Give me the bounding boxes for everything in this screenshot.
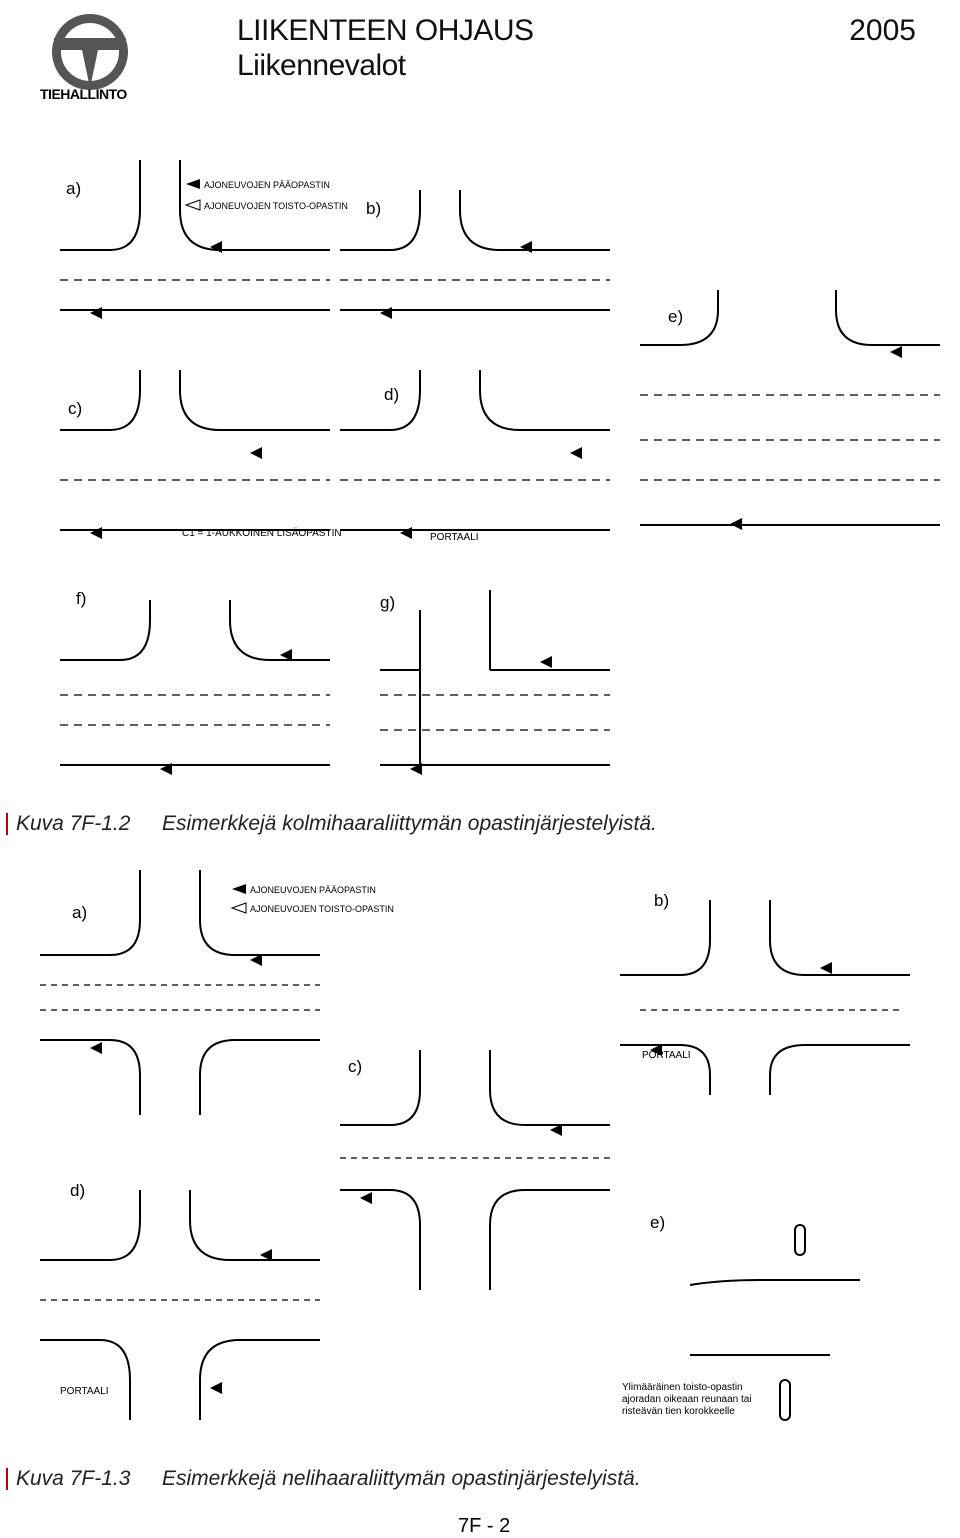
legend-repeat-signal: AJONEUVOJEN TOISTO-OPASTIN xyxy=(204,201,348,211)
fig2-panel-e: e) xyxy=(650,1213,665,1232)
caption-marker-2 xyxy=(6,1468,8,1490)
extra-signal-note-3: risteävän tien korokkeelle xyxy=(622,1406,735,1417)
fig2-portaali-d: PORTAALI xyxy=(60,1386,109,1397)
fig2-portaali-b: PORTAALI xyxy=(642,1050,691,1061)
fig1-panel-e: e) xyxy=(668,307,683,326)
figure-1-caption: Kuva 7F-1.2 Esimerkkejä kolmihaaraliitty… xyxy=(6,812,657,836)
title-line-2: Liikennevalot xyxy=(237,48,406,82)
fig2-panel-a: a) xyxy=(72,903,87,922)
page-title: LIIKENTEEN OHJAUS Liikennevalot xyxy=(237,14,534,83)
fig1-panel-g: g) xyxy=(380,593,395,612)
fig2-panel-b: b) xyxy=(654,891,669,910)
logo-text: TIEHALLINTO xyxy=(40,86,127,102)
fig2-panel-d: d) xyxy=(70,1181,85,1200)
legend-main-signal-2: AJONEUVOJEN PÄÄOPASTIN xyxy=(250,885,376,895)
caption-number-2: Kuva 7F-1.3 xyxy=(16,1467,131,1490)
figure-2-caption: Kuva 7F-1.3 Esimerkkejä nelihaaraliittym… xyxy=(6,1467,641,1491)
caption-text-1: Esimerkkejä kolmihaaraliittymän opastinj… xyxy=(162,812,657,835)
fig1-panel-a: a) xyxy=(66,179,81,198)
caption-marker xyxy=(6,813,8,835)
caption-number-1: Kuva 7F-1.2 xyxy=(16,812,131,835)
fig1-c1-note: C1 = 1-AUKKOINEN LISÄOPASTIN xyxy=(182,527,342,539)
figure-four-leg-intersections: AJONEUVOJEN PÄÄOPASTIN AJONEUVOJEN TOIST… xyxy=(40,870,910,1421)
extra-signal-note-1: Ylimääräinen toisto-opastin xyxy=(622,1382,743,1393)
tiehallinto-logo xyxy=(52,14,128,90)
caption-text-2: Esimerkkejä nelihaaraliittymän opastinjä… xyxy=(162,1467,641,1490)
title-line-1: LIIKENTEEN OHJAUS xyxy=(237,14,534,47)
fig2-panel-c: c) xyxy=(348,1057,362,1076)
fig1-panel-c: c) xyxy=(68,399,82,418)
fig1-panel-d: d) xyxy=(384,385,399,404)
extra-signal-note-2: ajoradan oikeaan reunaan tai xyxy=(622,1394,752,1405)
fig1-panel-f: f) xyxy=(76,589,86,608)
legend-repeat-signal-2: AJONEUVOJEN TOISTO-OPASTIN xyxy=(250,904,394,914)
year: 2005 xyxy=(849,14,916,47)
page-number: 7F - 2 xyxy=(458,1515,511,1537)
figure-three-leg-intersections: a) b) e) c) d) f) g) AJONEUVOJEN PÄÄOPAS… xyxy=(60,160,940,775)
legend-main-signal: AJONEUVOJEN PÄÄOPASTIN xyxy=(204,180,330,190)
fig1-portaali: PORTAALI xyxy=(430,532,479,543)
fig1-panel-b: b) xyxy=(366,199,381,218)
